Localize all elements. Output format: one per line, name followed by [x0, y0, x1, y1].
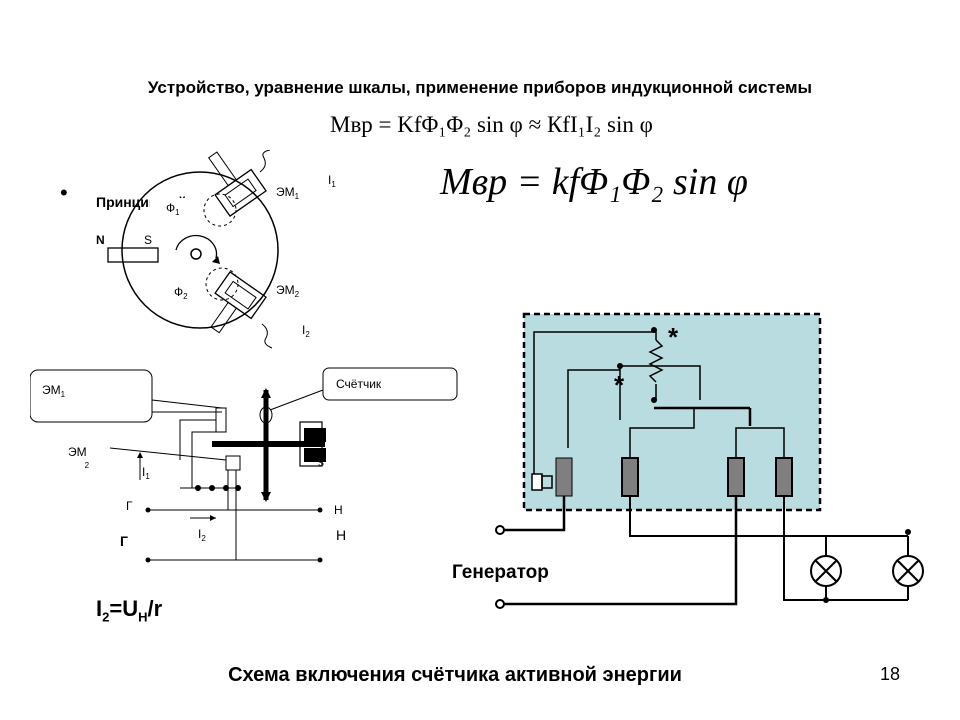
star-marker-2: * [614, 370, 625, 400]
terminal-2 [621, 457, 639, 497]
phi1-label: Ф1 [166, 201, 180, 217]
shaft-arrow-icon [261, 492, 271, 502]
em1-callout-label: ЭМ1 [42, 383, 66, 399]
brake-magnet-pole [304, 428, 326, 442]
pole-s-label: S [144, 233, 152, 247]
phi2-label: Ф2 [174, 285, 188, 301]
current-arrow-icon [137, 452, 143, 458]
formula-r: /r [147, 596, 163, 621]
g-large-label: Г [120, 533, 128, 549]
meter-panel [522, 312, 822, 512]
brake-magnet [299, 421, 323, 467]
h-large-label: Н [336, 527, 346, 543]
slide-title: Устройство, уравнение шкалы, применение … [147, 78, 813, 97]
rotation-arrow-icon [175, 234, 218, 259]
lamp-icon [892, 555, 924, 587]
formula-i-sub: 2 [102, 609, 110, 625]
disk-outline [121, 171, 279, 329]
generator-terminal [495, 599, 505, 609]
bullet-marker: • [60, 180, 68, 205]
pole-n-label: N [96, 233, 105, 247]
counter-gear-icon [259, 406, 273, 424]
i1-label: I1 [328, 173, 336, 189]
label-backdrop [150, 198, 230, 212]
em1-callout-box [30, 369, 153, 423]
generator-wire-top [500, 496, 566, 532]
em2-core [210, 271, 267, 334]
terminal-connector [531, 473, 543, 491]
terminal-3 [727, 457, 745, 497]
current-formula: I2=UН/r [96, 596, 162, 624]
terminal-4 [775, 457, 793, 497]
star-marker-1: * [668, 322, 679, 352]
generator-label: Генератор [452, 562, 549, 583]
em1-label: ЭМ1 [276, 185, 300, 201]
formula-u: =U [109, 596, 139, 621]
slide-caption: Схема включения счётчика активной энерги… [228, 664, 682, 686]
em2-coil [225, 455, 241, 471]
em1-wire [259, 150, 271, 173]
em2-label: ЭМ2 [276, 283, 300, 299]
current-arrow-icon [210, 515, 216, 521]
em1-core [208, 151, 267, 217]
brake-magnet-pole [304, 448, 326, 462]
i2-label: I2 [198, 527, 206, 543]
generator-wire-bottom [500, 496, 738, 606]
scale-equation-full: Mвр = KfΦ₁Φ₂ sin φ ≈ КfI₁I₂ sin φ [330, 112, 653, 137]
magnet-n-label: N [318, 430, 325, 440]
i1-label: I1 [142, 465, 150, 481]
page-number: 18 [880, 664, 901, 684]
rotation-arrowhead-icon [212, 256, 220, 264]
disk-axis [190, 248, 202, 260]
h-small-label: Н [334, 503, 343, 517]
magnet-s-label: S [318, 458, 324, 468]
wiring-diagram: * * [495, 312, 924, 609]
lamp-icon [810, 555, 842, 587]
counter-callout-label: Счётчик [336, 377, 382, 391]
permanent-magnet [107, 247, 159, 263]
terminal-1 [555, 457, 573, 497]
scale-equation-main: Mвр = kfΦ₁Φ₂ sin φ [440, 161, 748, 203]
em2-wire [261, 323, 273, 349]
flux-1-loop [203, 193, 237, 227]
generator-terminal [495, 525, 505, 535]
g-small-label: Г [126, 499, 133, 513]
formula-u-sub: Н [138, 609, 148, 625]
principle-diagram: N S Ф1 Ф2 ЭМ1 ЭМ2 I1 I2 [96, 150, 336, 349]
current-coil-resistor [648, 339, 664, 383]
formula-i: I [96, 596, 103, 621]
flux-2-loop [205, 267, 239, 301]
i2-label: I2 [302, 323, 310, 339]
counter-callout-box [322, 367, 458, 401]
shaft-arrow-icon [261, 388, 271, 398]
